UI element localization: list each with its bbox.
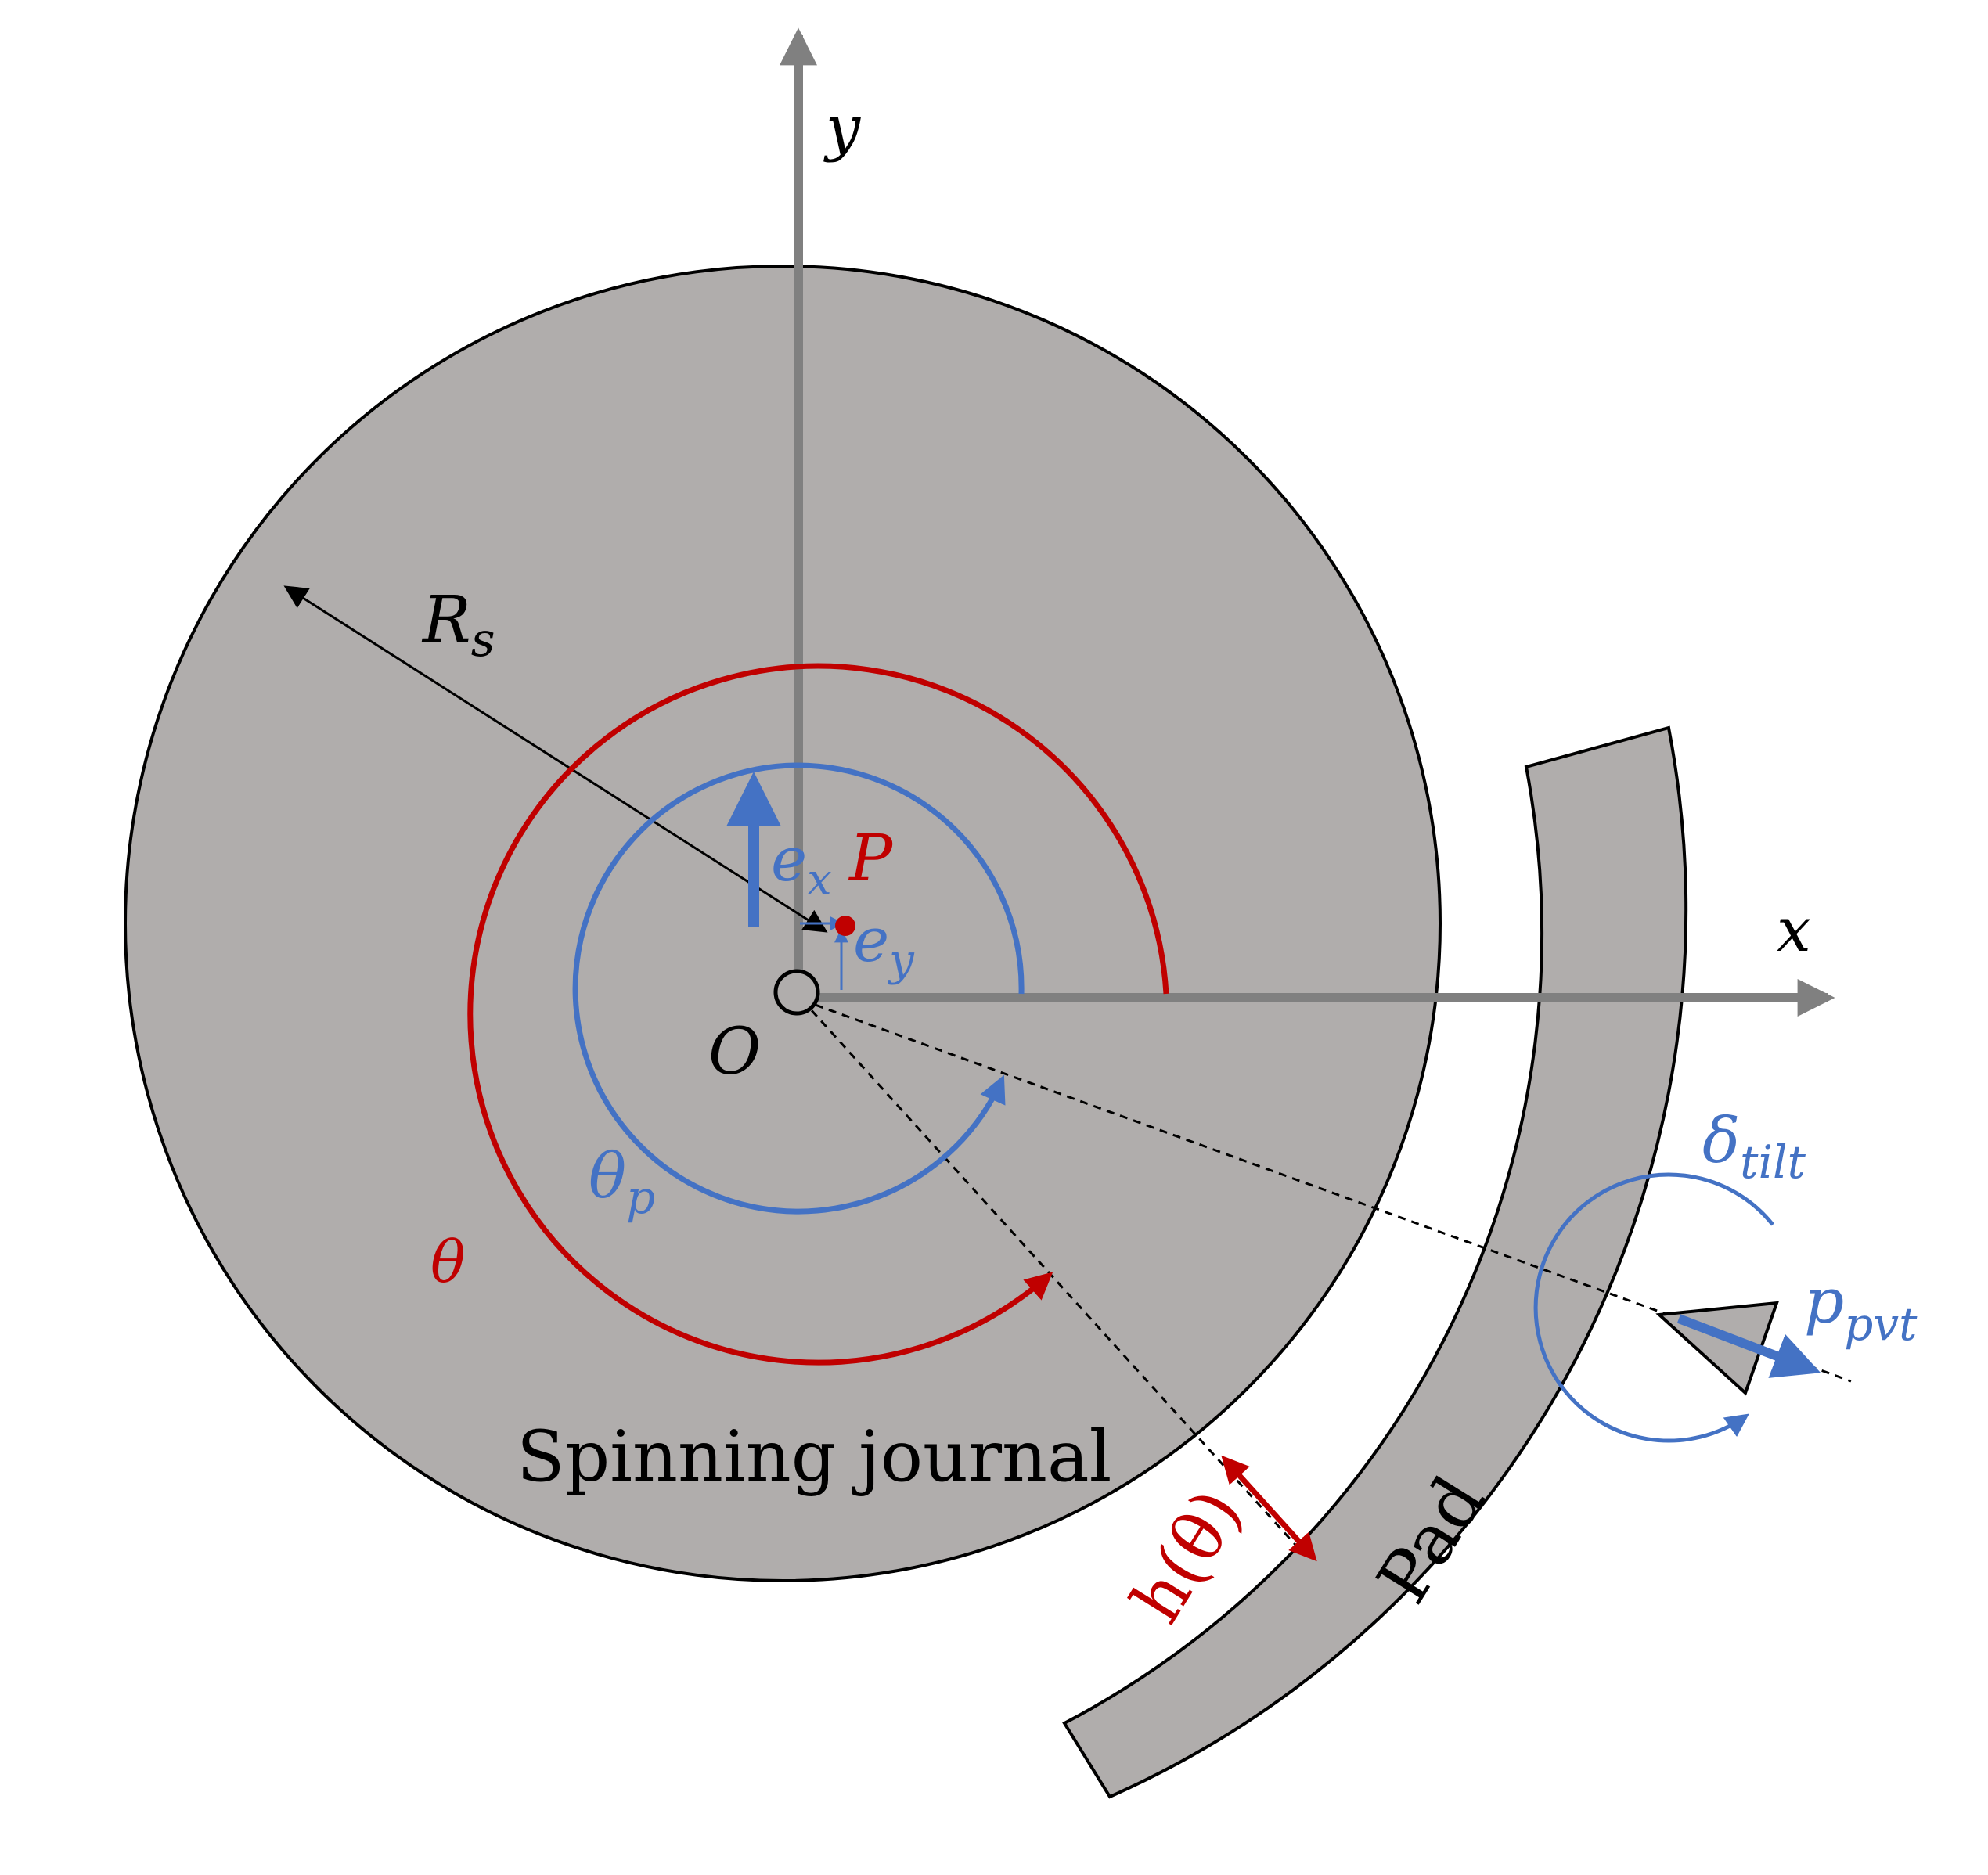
origin-label: O [708, 1015, 761, 1089]
journal-label: Spinning journal [517, 1416, 1111, 1498]
y-axis-label: y [823, 93, 861, 164]
ey-label: ey [853, 905, 915, 986]
theta-p-arc [572, 762, 1025, 1215]
ex-label: ex [771, 825, 832, 905]
film-thickness-arrow [1221, 1455, 1317, 1562]
pivot-load-label: ppvt [1804, 1265, 1918, 1351]
x-axis-label: x [1777, 895, 1811, 966]
bearing-pad [1062, 725, 1688, 1799]
radius-arrow [283, 585, 828, 933]
pivot-load-arrow [1676, 1314, 1821, 1378]
radius-label: Rs [421, 583, 495, 668]
theta-arc [467, 663, 1169, 1366]
tilt-label: δtilt [1702, 1104, 1806, 1189]
tilt-arc [1533, 1172, 1774, 1443]
origin-marker [773, 969, 820, 1016]
point-p [835, 916, 855, 936]
p-label: P [848, 822, 894, 896]
journal-disc [124, 265, 1442, 1582]
theta-p-label: θp [589, 1139, 655, 1224]
theta-label: θ [430, 1229, 466, 1296]
